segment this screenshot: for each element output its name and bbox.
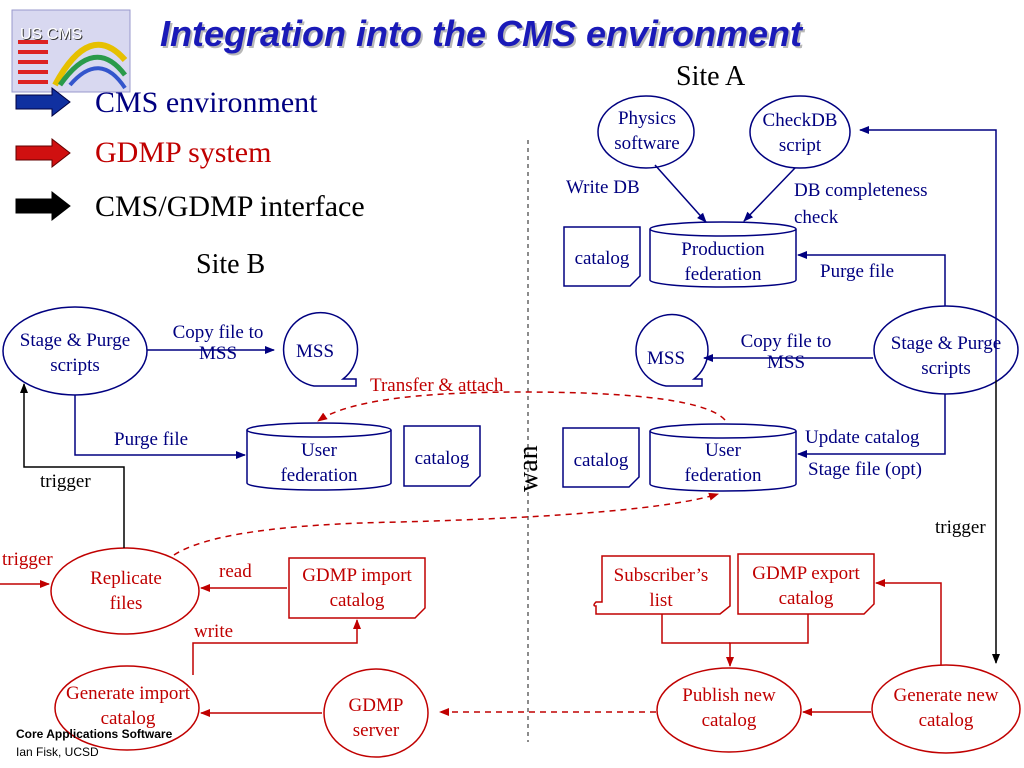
publish-new-catalog-node [656,667,802,753]
write-db-label: Write DB [566,177,640,198]
edge-transfer-attach [317,391,726,422]
physics-software-label: Physics software [614,108,680,154]
gdmp-export-catalog-label: GDMP export catalog [752,563,860,609]
edge-purge-file-a [797,251,946,306]
edge-subscribers-publish [661,614,730,644]
subscribers-list-label: Subscriber’s list [613,565,709,611]
edge-purge-file-b [74,395,246,459]
generate-import-catalog-label: Generate import catalog [66,683,190,729]
gdmp-export-catalog-doc [737,553,875,615]
checkdb-script-label: CheckDB script [762,110,838,156]
mss-a-label: MSS [646,348,686,369]
db-completeness-label: DB completeness check [794,180,928,228]
replicate-files-label: Replicate files [90,568,162,614]
catalog-doc-a1 [563,226,641,287]
write-label: write [194,621,234,642]
legend-arrow-interface [15,190,71,222]
trigger-left-label: trigger [2,549,53,570]
stage-file-opt-label: Stage file (opt) [808,459,922,480]
generate-new-catalog-node [871,664,1021,754]
copy-mss-a-label: Copy file to MSS [740,331,832,373]
edge-export-publish [726,614,809,667]
purge-file-a-label: Purge file [820,261,895,282]
page-title: Integration into the CMS environment [160,13,803,54]
legend-label-interface: CMS/GDMP interface [95,190,365,223]
catalog-doc-a2 [562,427,640,488]
site-b-label: Site B [196,249,266,280]
copy-mss-b-label: Copy file to MSS [172,322,264,364]
legend-arrow-cms [15,86,71,118]
legend-label-cms: CMS environment [95,86,318,119]
edge-write-db [654,164,707,223]
us-cms-logo [11,9,131,93]
site-a-label: Site A [676,61,746,92]
mss-a-node [635,313,709,387]
gdmp-import-catalog-label: GDMP import catalog [302,565,412,611]
checkdb-script-node [749,95,851,169]
logo-label: US CMS [20,26,83,43]
catalog-a2-label: catalog [573,450,629,471]
user-federation-b-label: User federation [280,440,358,486]
update-catalog-label: Update catalog [805,427,920,448]
legend-arrow-gdmp [15,137,71,169]
trigger-a-label: trigger [935,517,986,538]
subscribers-list-scroll [593,555,731,615]
gdmp-import-catalog-doc [288,557,426,619]
edge-replicate-to-fed [173,492,719,556]
mss-b-label: MSS [295,341,335,362]
stage-purge-b-label: Stage & Purge scripts [19,330,131,376]
production-federation-label: Production federation [681,239,765,285]
edge-to-checkdb [859,126,997,380]
gdmp-server-node [323,668,429,758]
edge-db-completeness [743,167,796,222]
transfer-attach-label: Transfer & attach [370,375,504,396]
publish-new-catalog-label: Publish new catalog [682,685,776,731]
stage-purge-a-node [873,305,1019,395]
purge-file-b-label: Purge file [114,429,189,450]
user-federation-a-label: User federation [684,440,762,486]
replicate-files-node [50,547,200,635]
generate-import-catalog-node [54,665,200,751]
user-federation-b-db [246,422,392,491]
gdmp-server-label: GDMP server [348,695,404,741]
edge-trigger-b [20,383,125,548]
footer-author: Ian Fisk, UCSD [16,745,99,759]
edge-generate-export [875,579,942,665]
trigger-b-label: trigger [40,471,91,492]
user-federation-a-db [649,423,797,492]
edge-update-catalog [797,394,946,458]
footer-title: Core Applications Software [16,727,173,741]
physics-software-node [597,95,695,169]
wan-label: wan [513,445,544,492]
production-federation-db [649,221,797,288]
catalog-a1-label: catalog [574,248,630,269]
catalog-b-label: catalog [414,448,470,469]
catalog-doc-b [403,425,481,487]
stage-purge-a-label: Stage & Purge scripts [890,333,1002,379]
generate-new-catalog-label: Generate new catalog [893,685,999,731]
mss-b-node [282,311,359,387]
read-label: read [219,561,252,582]
legend-label-gdmp: GDMP system [95,136,272,169]
edge-write [192,619,361,675]
